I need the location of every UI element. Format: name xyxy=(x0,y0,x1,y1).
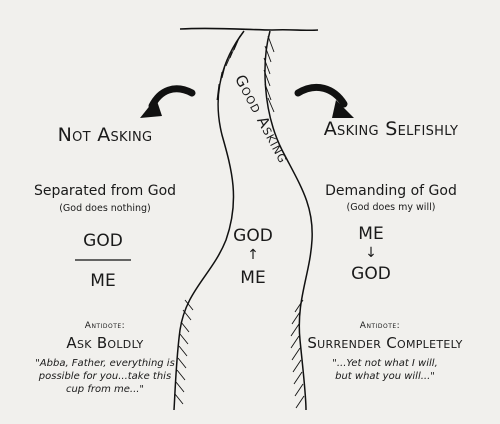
left-note: (God does nothing) xyxy=(59,203,151,214)
right-me: ME xyxy=(358,224,384,244)
right-note: (God does my will) xyxy=(346,202,436,213)
up-arrow-icon: ↑ xyxy=(247,247,259,263)
center-me: ME xyxy=(240,268,266,288)
left-quote-line-3: cup from me..." xyxy=(65,384,145,395)
right-antidote-label: Antidote: xyxy=(359,321,401,331)
not-asking-heading: Not Asking xyxy=(57,124,153,146)
left-me: ME xyxy=(90,271,116,291)
left-antidote-label: Antidote: xyxy=(84,321,126,331)
left-quote-line-2: possible for you...take this xyxy=(38,371,172,382)
center-god: GOD xyxy=(233,226,273,246)
asking-selfishly-heading: Asking Selfishly xyxy=(323,118,459,140)
left-quote-line-1: "Abba, Father, everything is xyxy=(35,358,175,369)
right-god: GOD xyxy=(351,264,391,284)
ask-boldly-action: Ask Boldly xyxy=(66,334,144,352)
left-subtitle: Separated from God xyxy=(33,183,177,199)
right-subtitle: Demanding of God xyxy=(325,183,457,199)
right-quote-line-2: but what you will..." xyxy=(335,371,435,382)
right-quote-line-1: "...Yet not what I will, xyxy=(332,358,438,369)
surrender-completely-action: Surrender Completely xyxy=(307,334,463,352)
left-god: GOD xyxy=(83,231,123,251)
down-arrow-icon: ↓ xyxy=(365,245,377,261)
